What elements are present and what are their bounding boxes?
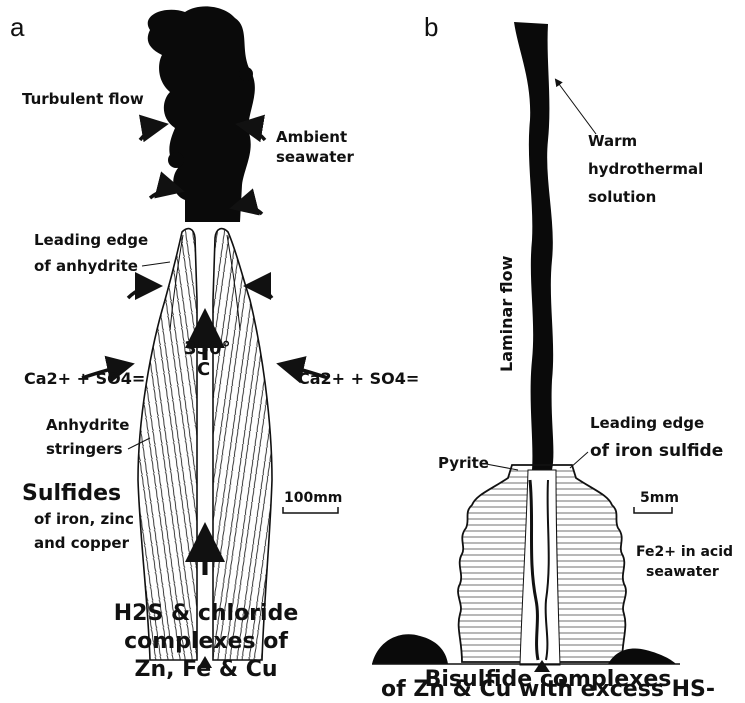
label-ambient-1: Ambient — [276, 128, 347, 146]
chimney-wall-left — [138, 229, 197, 660]
label-leading-edge-1: Leading edge — [34, 231, 148, 249]
label-warm-1: Warm — [588, 132, 637, 150]
scale-bar-a — [283, 507, 338, 513]
panel-a: a Turbulent flow Ambient seawater Lead — [10, 6, 419, 682]
caption-b-line-2: of Zn & Cu with excess HS- — [381, 677, 715, 702]
label-turbulent-flow: Turbulent flow — [22, 90, 144, 108]
label-fe-2: seawater — [646, 564, 719, 580]
panel-b: b Warm hydrothermal solution Laminar flo… — [372, 12, 733, 702]
label-sulfides-1: Sulfides — [22, 481, 121, 506]
panel-b-letter: b — [424, 12, 438, 42]
laminar-plume — [514, 22, 553, 470]
label-leading-edge-b-2: of iron sulfide — [590, 441, 723, 461]
caption-a-line-3: Zn, Fe & Cu — [135, 657, 278, 682]
chimney-wall-right — [213, 229, 272, 660]
panel-a-letter: a — [10, 12, 25, 42]
label-sulfides-2: of iron, zinc — [34, 510, 134, 528]
label-fe-1: Fe2+ in acid — [636, 544, 733, 560]
label-calcium-sulfate-left: Ca2+ + SO4= — [24, 369, 145, 388]
label-temperature: 350° — [184, 338, 231, 359]
label-leading-edge-b-1: Leading edge — [590, 414, 704, 432]
label-anhydrite-2: stringers — [46, 440, 123, 458]
label-sulfides-3: and copper — [34, 534, 130, 552]
label-pyrite: Pyrite — [438, 454, 489, 472]
label-warm-2: hydrothermal — [588, 160, 703, 178]
label-scale-b: 5mm — [640, 490, 679, 506]
caption-a-line-1: H2S & chloride — [114, 601, 299, 626]
scale-bar-b — [634, 507, 672, 513]
label-temperature-unit: C — [197, 359, 210, 380]
label-leading-edge-2: of anhydrite — [34, 257, 138, 275]
label-scale-a: 100mm — [284, 490, 342, 506]
label-laminar-flow: Laminar flow — [497, 255, 516, 372]
label-anhydrite-1: Anhydrite — [46, 416, 129, 434]
caption-a-line-2: complexes of — [124, 629, 288, 654]
label-ambient-2: seawater — [276, 148, 355, 166]
seafloor-mound-left — [372, 634, 448, 664]
label-warm-3: solution — [588, 188, 656, 206]
label-calcium-sulfate-right: Ca2+ + SO4= — [298, 369, 419, 388]
